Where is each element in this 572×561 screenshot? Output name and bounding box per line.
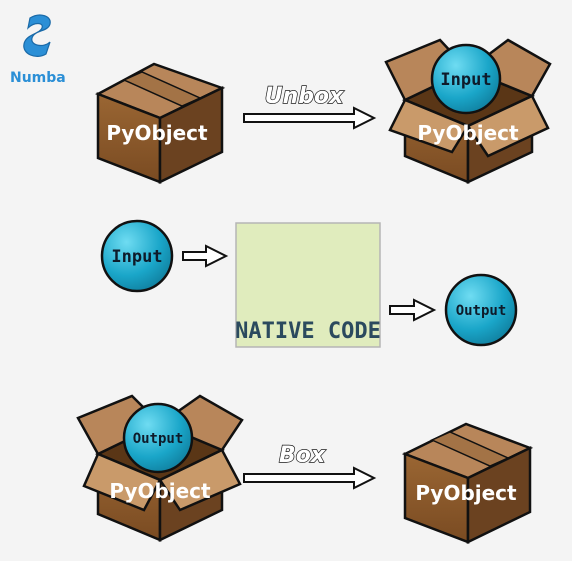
logo-text: Numba [10, 70, 66, 86]
closed-box-pyobject-bottom: PyObject [401, 422, 534, 544]
closed-box-pyobject-top: PyObject [95, 62, 226, 184]
output-ball [122, 402, 194, 474]
output-label: Output [456, 303, 507, 319]
native-code-block: NATIVE CODE [235, 222, 381, 348]
native-code-label: NATIVE CODE [235, 319, 381, 344]
box-label: Box [279, 443, 326, 468]
output-ball-row2: Output [444, 273, 518, 347]
pyobject-label: PyObject [106, 121, 208, 145]
open-box-with-output: Output PyObject [76, 394, 244, 542]
unbox-label: Unbox [265, 84, 344, 109]
unbox-arrow: Unbox [243, 83, 377, 130]
numba-logo: Numba [10, 14, 66, 86]
input-ball-row2: Input [100, 219, 174, 293]
open-box-pyobject-label: PyObject [417, 121, 519, 145]
open-box-pyobject-label-row3: PyObject [109, 479, 211, 503]
box-arrow: Box [243, 442, 377, 490]
input-ball [430, 43, 502, 115]
numba-snake-icon [23, 14, 51, 57]
arrow-to-output [389, 298, 437, 322]
pyobject-label-bottom: PyObject [415, 481, 517, 505]
arrow-to-native [182, 244, 229, 268]
output-ball-label: Output [133, 431, 184, 447]
input-ball-label: Input [440, 70, 491, 90]
input-label: Input [111, 247, 162, 267]
open-box-with-input: Input PyObject [384, 38, 552, 184]
